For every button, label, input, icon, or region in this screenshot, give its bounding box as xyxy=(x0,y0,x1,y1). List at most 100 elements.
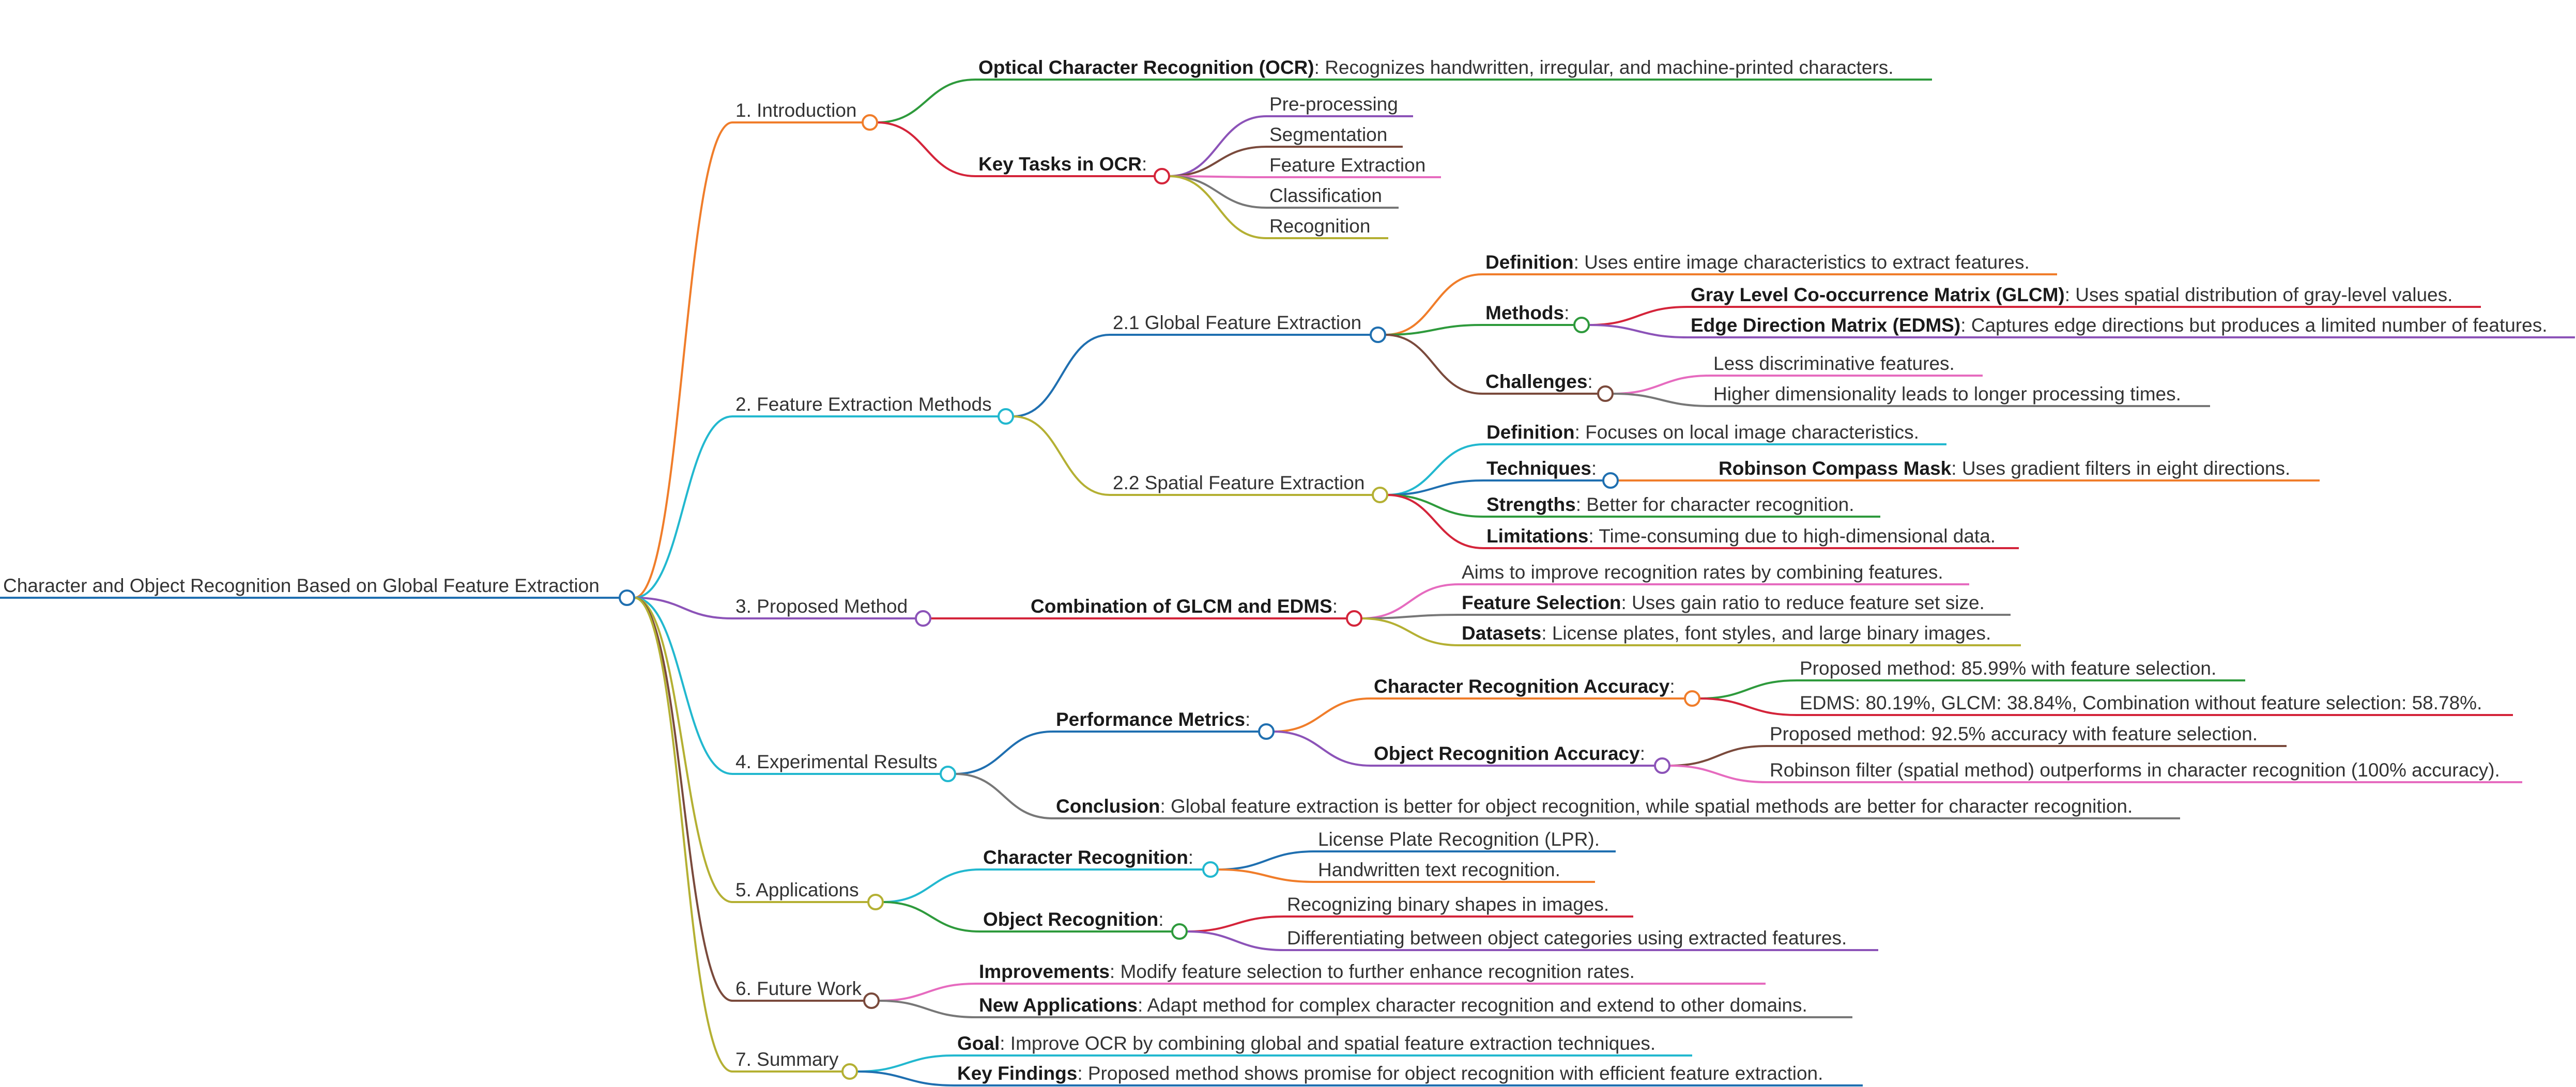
mind-map-node[interactable]: Recognition xyxy=(1266,215,1388,239)
branch-connector xyxy=(1217,850,1315,871)
node-collapse-toggle[interactable] xyxy=(1684,690,1700,707)
mind-map-node[interactable]: Conclusion: Global feature extraction is… xyxy=(1053,796,2180,819)
node-label: Conclusion: Global feature extraction is… xyxy=(1056,796,2133,817)
mind-map-node[interactable]: Key Findings: Proposed method shows prom… xyxy=(954,1063,1863,1086)
node-collapse-toggle[interactable] xyxy=(867,894,884,910)
branch-connector xyxy=(1669,765,1767,783)
node-collapse-toggle[interactable] xyxy=(1202,861,1219,878)
mind-map-node[interactable]: Techniques: xyxy=(1483,458,1619,489)
node-collapse-toggle[interactable] xyxy=(1602,472,1619,489)
branch-connector xyxy=(1013,334,1110,417)
node-collapse-toggle[interactable] xyxy=(863,992,880,1009)
node-label-text: : xyxy=(1158,909,1163,930)
node-collapse-toggle[interactable] xyxy=(1573,317,1590,333)
branch-connector xyxy=(1169,175,1267,178)
branch-connector xyxy=(856,1070,955,1086)
node-label-text: Classification xyxy=(1269,185,1382,206)
mind-map-node[interactable]: Optical Character Recognition (OCR): Rec… xyxy=(975,57,1932,81)
mind-map-node[interactable]: Proposed method: 85.99% with feature sel… xyxy=(1797,658,2245,681)
branch-connector xyxy=(634,597,733,903)
mind-map-node[interactable]: Character Recognition: xyxy=(980,847,1219,878)
node-collapse-toggle[interactable] xyxy=(1372,487,1388,503)
node-collapse-toggle[interactable] xyxy=(915,610,931,627)
node-collapse-toggle[interactable] xyxy=(1370,327,1386,343)
mind-map-node[interactable]: Differentiating between object categorie… xyxy=(1284,927,1878,951)
mind-map-node[interactable]: 2.1 Global Feature Extraction xyxy=(1110,312,1386,343)
mind-map-node[interactable]: Strengths: Better for character recognit… xyxy=(1483,494,1880,518)
mind-map-node[interactable]: Definition: Focuses on local image chara… xyxy=(1483,422,1946,445)
section-node[interactable]: 7. Summary xyxy=(732,1049,858,1080)
node-label-bold: Feature Selection xyxy=(1462,592,1621,613)
section-node[interactable]: 2. Feature Extraction Methods xyxy=(732,394,1014,425)
mind-map-node[interactable]: Recognizing binary shapes in images. xyxy=(1284,894,1633,918)
mind-map-node[interactable]: Handwritten text recognition. xyxy=(1315,859,1595,883)
branch-connector xyxy=(1669,745,1767,767)
node-label-text: 2.1 Global Feature Extraction xyxy=(1113,312,1361,333)
mind-map-node[interactable]: Combination of GLCM and EDMS: xyxy=(1028,596,1362,627)
section-node[interactable]: 1. Introduction xyxy=(732,100,878,131)
mind-map-node[interactable]: Character Recognition Accuracy: xyxy=(1371,676,1700,707)
mind-map-node[interactable]: 2.2 Spatial Feature Extraction xyxy=(1110,472,1388,503)
branch-connector xyxy=(878,1000,976,1018)
node-label: 3. Proposed Method xyxy=(735,596,908,617)
node-label: 6. Future Work xyxy=(735,978,862,999)
section-node[interactable]: 6. Future Work xyxy=(732,978,880,1009)
mind-map-node[interactable]: Limitations: Time-consuming due to high-… xyxy=(1483,525,2019,549)
mind-map-node[interactable]: Methods: xyxy=(1482,302,1590,333)
mind-map-node[interactable]: Proposed method: 92.5% accuracy with fea… xyxy=(1767,723,2287,747)
mind-map-node[interactable]: Edge Direction Matrix (EDMS): Captures e… xyxy=(1688,315,2575,338)
node-label-text: : xyxy=(1591,458,1597,479)
mind-map-node[interactable]: Key Tasks in OCR: xyxy=(975,153,1170,184)
section-node[interactable]: 4. Experimental Results xyxy=(732,751,956,782)
mind-map-node[interactable]: Aims to improve recognition rates by com… xyxy=(1459,562,1969,585)
node-collapse-toggle[interactable] xyxy=(619,589,635,606)
mind-map-node[interactable]: Object Recognition Accuracy: xyxy=(1371,743,1670,774)
node-collapse-toggle[interactable] xyxy=(1346,610,1362,627)
node-label-text: : Uses gain ratio to reduce feature set … xyxy=(1621,592,1984,613)
node-collapse-toggle[interactable] xyxy=(1171,923,1188,940)
mind-map-node[interactable]: Improvements: Modify feature selection t… xyxy=(976,961,1766,985)
mind-map-node[interactable]: Definition: Uses entire image characteri… xyxy=(1482,252,2057,275)
mind-map-node[interactable]: Classification xyxy=(1266,185,1399,209)
node-label: Proposed method: 85.99% with feature sel… xyxy=(1800,658,2216,679)
mind-map-node[interactable]: New Applications: Adapt method for compl… xyxy=(976,995,1852,1018)
mind-map-node[interactable]: Feature Extraction xyxy=(1266,154,1441,178)
mind-map-node[interactable]: Robinson Compass Mask: Uses gradient fil… xyxy=(1715,458,2320,482)
node-collapse-toggle[interactable] xyxy=(1597,385,1614,402)
section-node[interactable]: 5. Applications xyxy=(732,879,884,910)
node-label-bold: Datasets xyxy=(1462,623,1541,644)
mind-map-node[interactable]: EDMS: 80.19%, GLCM: 38.84%, Combination … xyxy=(1797,692,2513,716)
branch-connector xyxy=(1273,731,1371,767)
node-label: Edge Direction Matrix (EDMS): Captures e… xyxy=(1691,315,2547,336)
mind-map-node[interactable]: Goal: Improve OCR by combining global an… xyxy=(954,1033,1692,1057)
mind-map-node[interactable]: Less discriminative features. xyxy=(1710,353,1983,377)
node-label-bold: Edge Direction Matrix (EDMS) xyxy=(1691,315,1960,336)
mind-map-node[interactable]: Segmentation xyxy=(1266,124,1403,148)
root-node[interactable]: Character and Object Recognition Based o… xyxy=(0,575,635,606)
node-label: Less discriminative features. xyxy=(1713,353,1955,374)
node-collapse-toggle[interactable] xyxy=(998,408,1014,425)
node-collapse-toggle[interactable] xyxy=(1154,168,1170,184)
node-label: Techniques: xyxy=(1486,458,1597,479)
node-collapse-toggle[interactable] xyxy=(1654,757,1670,774)
mind-map-node[interactable]: Pre-processing xyxy=(1266,94,1413,117)
node-label-text: Recognizing binary shapes in images. xyxy=(1287,894,1609,915)
node-collapse-toggle[interactable] xyxy=(1258,723,1275,740)
mind-map-node[interactable]: Performance Metrics: xyxy=(1053,709,1275,740)
branch-connector xyxy=(955,731,1053,775)
branch-connector xyxy=(1385,324,1483,336)
mind-map-node[interactable]: Higher dimensionality leads to longer pr… xyxy=(1710,383,2210,407)
section-node[interactable]: 3. Proposed Method xyxy=(732,596,931,627)
mind-map-node[interactable]: Datasets: License plates, font styles, a… xyxy=(1459,623,2021,646)
mind-map-node[interactable]: Gray Level Co-occurrence Matrix (GLCM): … xyxy=(1688,284,2481,308)
mind-map-node[interactable]: License Plate Recognition (LPR). xyxy=(1315,829,1616,852)
node-label: Differentiating between object categorie… xyxy=(1287,927,1847,949)
node-collapse-toggle[interactable] xyxy=(862,114,878,131)
mind-map-node[interactable]: Object Recognition: xyxy=(980,909,1188,940)
mind-map-node[interactable]: Feature Selection: Uses gain ratio to re… xyxy=(1459,592,2011,616)
node-collapse-toggle[interactable] xyxy=(841,1063,858,1080)
node-collapse-toggle[interactable] xyxy=(940,766,956,782)
branch-connector xyxy=(1169,175,1267,239)
mind-map-node[interactable]: Robinson filter (spatial method) outperf… xyxy=(1767,759,2522,783)
mind-map-node[interactable]: Challenges: xyxy=(1482,371,1614,402)
